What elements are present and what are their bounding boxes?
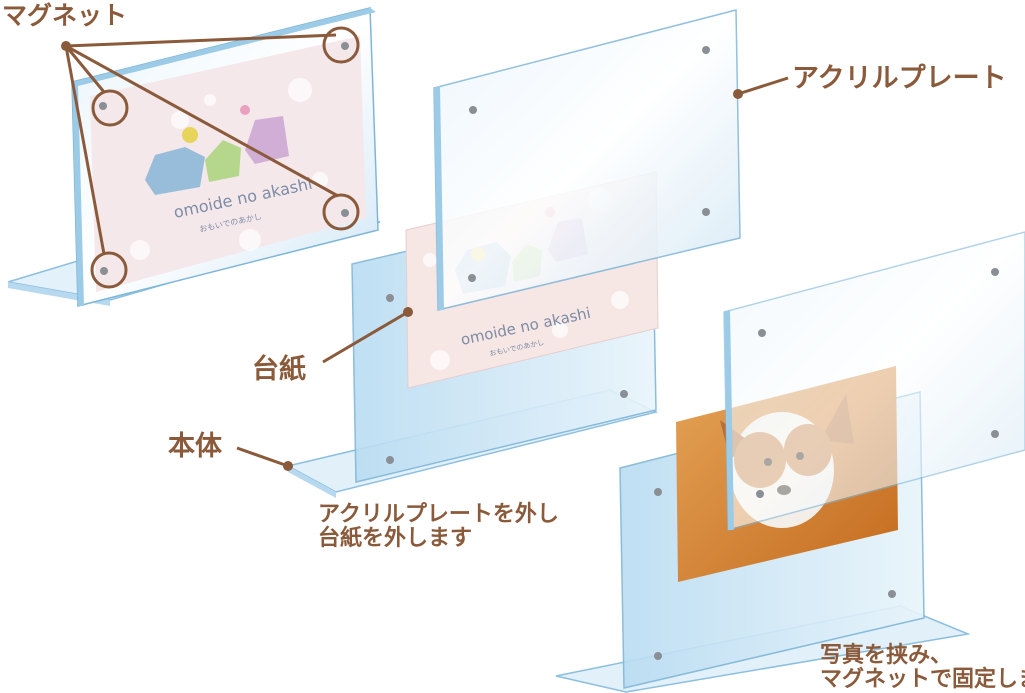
magnet-leader-lines: [64, 33, 339, 255]
body-base-front: [288, 466, 336, 498]
exploded-leader-lines: [236, 76, 789, 468]
magnet-dots: [99, 42, 349, 275]
step1-caption-line2: 台紙を外します: [318, 526, 473, 552]
stand2-acrylic-plate: [723, 231, 1025, 531]
photo-insert-view: [555, 231, 1025, 693]
leader-dots: [283, 89, 743, 471]
assembled-top-edge: [72, 8, 376, 86]
magnet-leader-hub: [61, 41, 71, 51]
step2-caption: 写真を挟み、 マグネットで固定しま: [820, 643, 1025, 693]
acrylic-plate-edge: [434, 86, 444, 310]
acrylic-plate-label: アクリルプレート: [792, 63, 1007, 94]
step2-caption-line1: 写真を挟み、: [820, 643, 953, 668]
acrylic-plate-holes: [468, 46, 710, 282]
body-label: 本体: [168, 431, 222, 462]
acrylic-plate: [433, 9, 741, 311]
step2-caption-line2: マグネットで固定しま: [820, 667, 1025, 693]
mount-label: 台紙: [252, 354, 306, 385]
magnet-label: マグネット: [2, 1, 128, 30]
step1-caption: アクリルプレートを外し 台紙を外します: [318, 502, 559, 552]
step1-caption-line1: アクリルプレートを外し: [318, 502, 559, 527]
assembled-stand: omoide no akashi おもいでのあかし: [7, 7, 381, 307]
stand2-holes: [654, 268, 999, 660]
assembled-front-edge: [72, 82, 84, 306]
body-holes: [386, 294, 628, 464]
magnet-highlight-circles: [90, 26, 360, 289]
exploded-view: omoide no akashi おもいでのあかし: [236, 9, 789, 498]
stand2-plate-edge: [724, 310, 734, 530]
